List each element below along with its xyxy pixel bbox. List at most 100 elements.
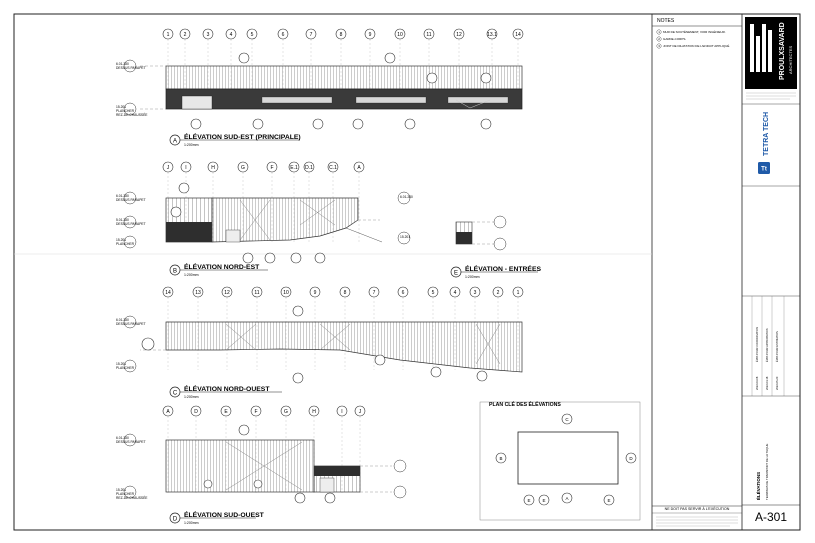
grid-label-se-13: 14 <box>515 32 521 38</box>
elevation-entrees-title: ÉLÉVATION - ENTRÉES <box>465 264 541 273</box>
grid-bubble-no-5 <box>309 286 321 298</box>
note-2: GARDE-CORPS. <box>663 37 686 41</box>
tetra-tech-logo <box>758 162 770 174</box>
svg-text:2022-03-08: 2022-03-08 <box>755 376 759 390</box>
level-tags-se: 6.01.280 DESSUS PARAPET 15.201 PLANCHER … <box>116 59 148 117</box>
grid-label-so-4: G <box>284 409 288 415</box>
grid-bubble-no-13 <box>512 286 524 298</box>
grid-label-no-6: 8 <box>344 290 347 296</box>
grid-bubble-so-0 <box>162 405 174 417</box>
grid-label-se-12: 13.1 <box>487 32 497 38</box>
grid-label-no-12: 2 <box>497 290 500 296</box>
grid-label-se-0: 1 <box>167 32 170 38</box>
svg-text:6.01.280: 6.01.280 <box>116 62 129 66</box>
grid-bubble-ne-8 <box>353 161 365 173</box>
grid-label-no-10: 4 <box>454 290 457 296</box>
elevation-entrees-tag: E <box>454 271 458 277</box>
svg-text:6.01.280: 6.01.280 <box>116 436 129 440</box>
grid-bubble-no-8 <box>397 286 409 298</box>
grid-label-se-9: 10 <box>397 32 403 38</box>
grid-label-no-8: 6 <box>402 290 405 296</box>
grid-bubble-se-9 <box>394 28 406 40</box>
grid-bubble-so-1 <box>190 405 202 417</box>
grid-bubble-no-9 <box>427 286 439 298</box>
grid-label-no-3: 11 <box>254 290 259 296</box>
grid-label-ne-3: G <box>241 165 245 171</box>
grid-label-ne-5: E.1 <box>290 165 298 171</box>
svg-text:PLANCHER: PLANCHER <box>116 109 135 113</box>
elevation-entrees-scale: 1:200mm <box>465 275 480 279</box>
svg-text:15.201: 15.201 <box>116 362 126 366</box>
grid-label-se-6: 7 <box>310 32 313 38</box>
svg-text:ÉMIS POUR COORDINATION: ÉMIS POUR COORDINATION <box>754 327 759 362</box>
grid-bubble-no-4 <box>280 286 292 298</box>
grid-label-se-4: 5 <box>251 32 254 38</box>
grid-bubble-no-12 <box>492 286 504 298</box>
elevation-sud-ouest-tag: D <box>173 517 178 523</box>
svg-text:PLANCHER: PLANCHER <box>116 492 135 496</box>
grid-label-no-13: 1 <box>517 290 520 296</box>
svg-text:15.201: 15.201 <box>116 238 126 242</box>
grid-label-no-5: 9 <box>314 290 317 296</box>
grid-bubble-so-3 <box>250 405 262 417</box>
svg-text:6.01.280: 6.01.280 <box>400 195 413 199</box>
grid-bubble-se-11 <box>453 28 465 40</box>
grid-bubble-se-8 <box>364 28 376 40</box>
project-name: TERMINUS DE TRANSPORT DE LA TUQUE <box>765 444 769 500</box>
svg-text:B: B <box>499 456 502 461</box>
grid-bubble-se-10 <box>423 28 435 40</box>
grid-bubble-no-10 <box>449 286 461 298</box>
svg-text:DESSUS PARAPET: DESSUS PARAPET <box>116 198 146 202</box>
grid-bubble-no-7 <box>368 286 380 298</box>
grid-label-no-0: 14 <box>165 290 171 296</box>
elevation-sud-est-tag: A <box>173 139 177 145</box>
grid-label-no-9: 5 <box>432 290 435 296</box>
grid-bubble-no-6 <box>339 286 351 298</box>
grid-bubble-ne-4 <box>266 161 278 173</box>
grid-label-se-7: 8 <box>340 32 343 38</box>
grid-bubble-ne-2 <box>207 161 219 173</box>
grid-bubble-ne-5 <box>288 161 300 173</box>
grid-bubble-se-4 <box>246 28 258 40</box>
sheet-number: A-301 <box>755 510 787 524</box>
grid-label-ne-7: C.1 <box>329 165 337 171</box>
svg-text:PLANCHER: PLANCHER <box>116 366 135 370</box>
grid-label-so-1: D <box>194 409 198 415</box>
svg-text:ÉMIS POUR APPROBATION: ÉMIS POUR APPROBATION <box>764 328 769 362</box>
elevation-nord-ouest-title: ÉLÉVATION NORD-OUEST <box>184 384 270 393</box>
grid-label-so-7: J <box>359 409 362 415</box>
grid-bubble-se-2 <box>202 28 214 40</box>
grid-label-se-1: 2 <box>184 32 187 38</box>
grid-label-no-4: 10 <box>283 290 289 296</box>
grid-label-so-6: I <box>341 409 342 415</box>
grid-label-se-5: 6 <box>282 32 285 38</box>
svg-text:2022-05-20: 2022-05-20 <box>775 376 779 390</box>
grid-label-no-11: 3 <box>474 290 477 296</box>
grid-label-no-7: 7 <box>373 290 376 296</box>
grid-bubble-se-1 <box>179 28 191 40</box>
svg-text:A: A <box>565 496 568 501</box>
svg-text:15.201: 15.201 <box>116 105 126 109</box>
grid-bubble-ne-3 <box>237 161 249 173</box>
grid-bubble-se-12 <box>486 28 498 40</box>
svg-text:D: D <box>629 456 633 461</box>
note-1: MUR DE SOUTÈNEMENT, VOIR INGÉNIEUR. <box>663 29 726 34</box>
grid-label-se-8: 9 <box>369 32 372 38</box>
grid-label-ne-1: I <box>185 165 186 171</box>
grid-label-se-3: 4 <box>230 32 233 38</box>
grid-bubble-so-2 <box>220 405 232 417</box>
grid-label-ne-2: H <box>211 165 215 171</box>
svg-text:2022-04-18: 2022-04-18 <box>765 376 769 390</box>
svg-text:DESSUS PARAPET: DESSUS PARAPET <box>116 440 146 444</box>
svg-text:E: E <box>607 498 610 503</box>
grid-bubble-so-4 <box>280 405 292 417</box>
grid-bubble-no-1 <box>192 286 204 298</box>
elevation-entrees: E ÉLÉVATION - ENTRÉES 1:200mm <box>450 215 541 279</box>
grid-label-so-2: E <box>224 409 228 415</box>
grid-bubble-no-11 <box>469 286 481 298</box>
elevation-nord-est-scale: 1:200mm <box>184 273 199 277</box>
